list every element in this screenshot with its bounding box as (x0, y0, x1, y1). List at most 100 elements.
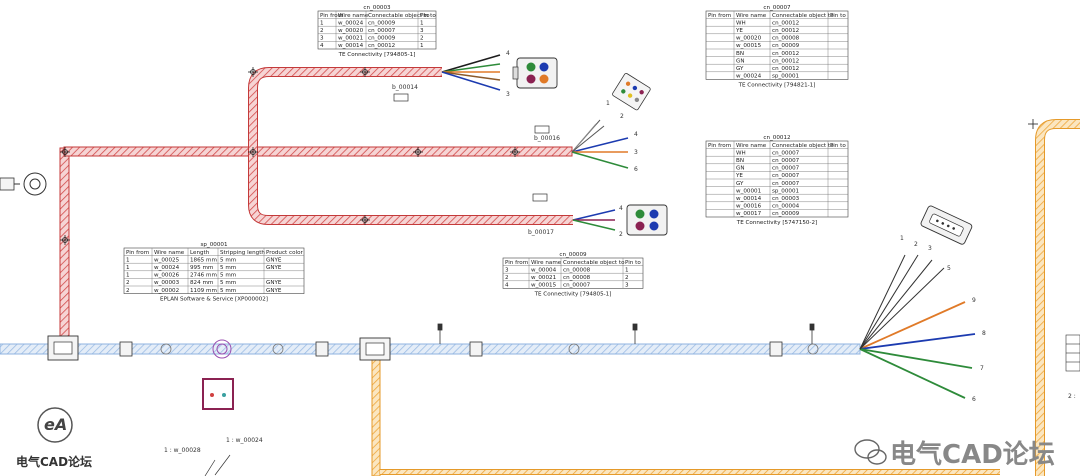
table-header-cell: Pin from (708, 143, 731, 149)
table-caption: TE Connectivity [5747150-2] (736, 220, 817, 226)
table-cell: w_00020 (338, 28, 364, 34)
table-cell: 5 mm (220, 273, 236, 279)
dsub-connector-icon[interactable] (920, 205, 973, 245)
table-title: cn_00007 (763, 5, 791, 11)
red-harness-bundle[interactable] (59, 67, 573, 345)
crosshair-icon (413, 147, 423, 157)
table-header-cell: Pin from (126, 250, 149, 256)
table-title: cn_00012 (763, 135, 790, 141)
ring-terminal-icon (0, 172, 47, 196)
table-cell: 1109 mm (190, 288, 217, 294)
table-cell: 5 mm (220, 257, 236, 263)
wire-fan-mid[interactable]: 4 3 6 (571, 119, 638, 173)
pin-number: 3 (634, 149, 638, 156)
table-header-cell: Wire name (154, 250, 185, 256)
pin-number: 6 (972, 396, 976, 403)
table-cell: w_00015 (736, 43, 762, 49)
table-cell: 2 (320, 28, 324, 34)
table-cell: GY (736, 181, 744, 187)
wire-fan-right[interactable]: 1 2 3 5 9 8 7 6 (859, 235, 986, 403)
table-title: sp_00001 (200, 242, 227, 248)
purple-connector-icon[interactable] (202, 378, 234, 410)
table-cell: w_00024 (338, 20, 364, 26)
bundle-label: b_00014 (392, 84, 418, 91)
table-cell: w_00020 (736, 36, 762, 42)
wire-label-box: b_00014 (392, 84, 418, 102)
connector-icon[interactable] (512, 57, 558, 89)
pin-number: 6 (634, 166, 638, 173)
table-cell: 824 mm (190, 280, 213, 286)
crosshair-icon (60, 235, 70, 245)
table-cell: 3 (420, 28, 424, 34)
wire-label: 1 : w_00024 (226, 437, 263, 444)
wire-label-box: b_00017 (528, 193, 554, 236)
table-header-cell: Connectable object to (772, 143, 834, 149)
table-cell: cn_00012 (368, 43, 395, 49)
table-header-cell: Connectable object to (772, 13, 834, 19)
table-cell: 3 (320, 36, 324, 42)
table-cell: 1 (420, 20, 424, 26)
wire-label-box: b_00016 (534, 125, 560, 142)
crosshair-icon (60, 147, 70, 157)
crosshair-icon (360, 215, 370, 225)
table-cell: cn_00009 (368, 36, 396, 42)
table-cell: 1 (126, 265, 130, 271)
orange-harness-bundle[interactable] (371, 119, 1080, 476)
wire-label: 1 : w_00028 (164, 447, 201, 454)
table-cell: w_00016 (736, 204, 762, 210)
table-header-cell: Wire name (531, 260, 562, 266)
table-cell: cn_00012 (772, 28, 799, 34)
pin-number: 4 (506, 50, 510, 57)
table-cell: GNYE (266, 265, 282, 271)
angled-connector-icon[interactable]: 1 2 (606, 73, 651, 120)
table-cell: 1 (126, 273, 130, 279)
crosshair-icon (248, 67, 258, 77)
crosshair-icon (1028, 119, 1038, 129)
table-cell: cn_00012 (772, 58, 799, 64)
table-cell: cn_00007 (772, 150, 800, 156)
table-caption: TE Connectivity [794805-1] (534, 291, 612, 297)
table-header-cell: Wire name (736, 13, 767, 19)
table-caption: TE Connectivity [794821-1] (738, 82, 816, 88)
table-cell: 2 (505, 275, 509, 281)
right-edge-table: 2 : (1065, 334, 1080, 400)
splice-block-icon[interactable] (47, 335, 79, 361)
wire-fan-low[interactable]: 4 2 (572, 205, 623, 238)
table-cell: 2 (126, 288, 130, 294)
harness-fittings (119, 323, 819, 359)
pin-number: 3 (506, 91, 510, 98)
right-edge-label: 2 : (1068, 393, 1076, 400)
crosshair-icon (510, 147, 520, 157)
table-cell: cn_00007 (772, 166, 800, 172)
pin-number: 3 (928, 245, 932, 252)
pin-number: 2 (619, 231, 623, 238)
table-header-cell: Pin from (505, 260, 528, 266)
table-header-cell: Wire name (338, 13, 369, 19)
crosshair-icon (360, 67, 370, 77)
table-cell: YE (735, 28, 743, 34)
table-cell: 5 mm (220, 265, 236, 271)
table-cell: 5 mm (220, 288, 236, 294)
table-cell: cn_00007 (563, 283, 591, 289)
table-cell: GY (736, 66, 744, 72)
table-title: cn_00009 (559, 252, 587, 258)
table-header-cell: Connectable object to (368, 13, 430, 19)
table-cell: cn_00007 (772, 158, 800, 164)
table-cell: w_00017 (736, 211, 762, 217)
wire-fan-top[interactable]: 4 3 (441, 50, 510, 98)
splice-block-icon[interactable] (359, 337, 391, 361)
table-cell: 2 (126, 280, 130, 286)
connector-icon[interactable] (626, 204, 668, 236)
pin-number: 1 (900, 235, 904, 242)
pin-number: 2 (620, 113, 624, 120)
brand-watermark: 电气CAD论坛 (854, 439, 1055, 470)
table-cell: w_00003 (154, 280, 180, 286)
table-cell: cn_00007 (772, 173, 800, 179)
table-cell: cn_00003 (772, 196, 800, 202)
table-cell: 1865 mm (190, 257, 217, 263)
table-cell: WH (736, 150, 746, 156)
table-cell: w_00002 (154, 288, 179, 294)
table-cell: w_00025 (154, 257, 180, 263)
